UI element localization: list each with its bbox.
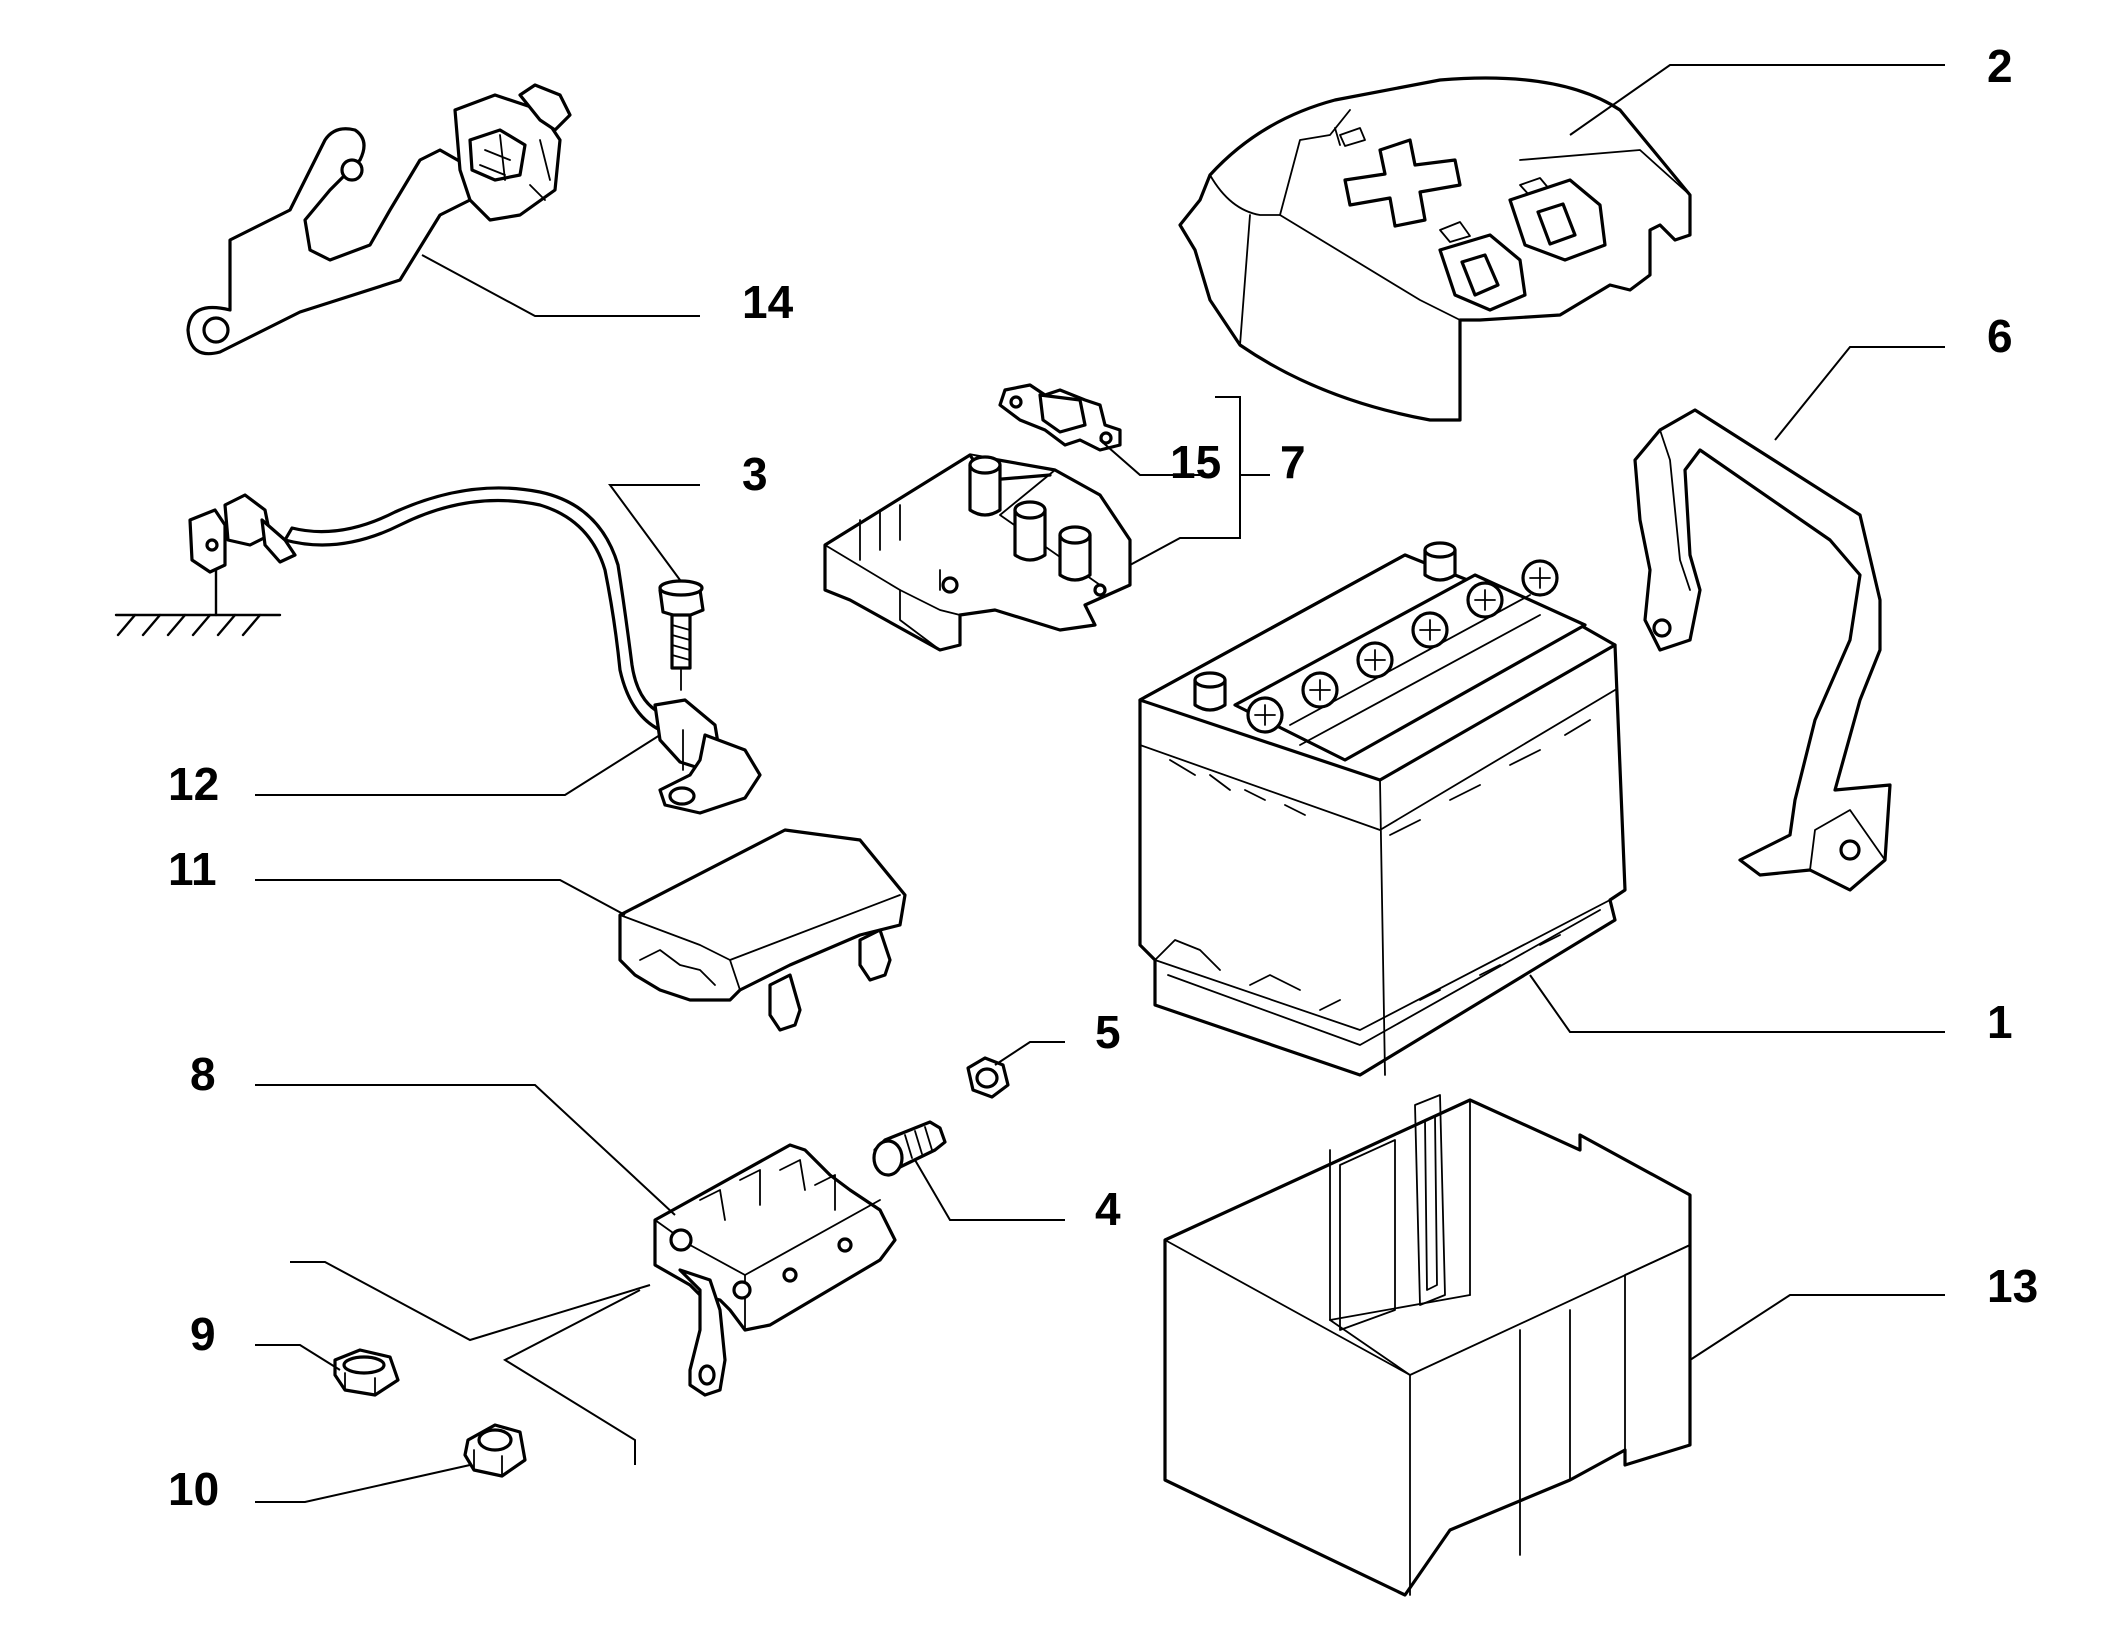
part-8-fuse-holder bbox=[653, 1143, 897, 1397]
leader-13 bbox=[1689, 1294, 1945, 1361]
assembly-line-10 bbox=[502, 1289, 641, 1465]
part-9-nut bbox=[333, 1348, 400, 1397]
part-7-fuse-box bbox=[823, 453, 1132, 652]
leader-9 bbox=[255, 1344, 341, 1371]
part-15-fuse bbox=[998, 383, 1122, 452]
leader-12 bbox=[255, 734, 661, 796]
callout-9: 9 bbox=[190, 1308, 216, 1360]
leader-3 bbox=[608, 484, 700, 581]
callout-4: 4 bbox=[1095, 1183, 1121, 1235]
callout-6: 6 bbox=[1987, 310, 2013, 362]
leader-6 bbox=[1774, 346, 1945, 441]
part-1-battery bbox=[1138, 541, 1627, 1077]
part-5-nut bbox=[966, 1056, 1010, 1099]
part-12-negative-cable bbox=[114, 486, 762, 815]
part-2-terminal-cover bbox=[1178, 76, 1692, 422]
part-14-bracket-connector bbox=[186, 83, 572, 356]
callout-5: 5 bbox=[1095, 1006, 1121, 1058]
leader-1 bbox=[1529, 974, 1945, 1033]
callout-15: 15 bbox=[1170, 436, 1221, 488]
assembly-line-9 bbox=[290, 1261, 651, 1342]
callout-2: 2 bbox=[1987, 40, 2013, 92]
callout-12: 12 bbox=[168, 758, 219, 810]
leader-11 bbox=[255, 879, 626, 916]
part-11-protective-cap bbox=[618, 828, 907, 1032]
leader-5 bbox=[994, 1041, 1065, 1066]
leader-2 bbox=[1569, 64, 1945, 136]
leader-7 bbox=[1129, 396, 1270, 566]
leader-4 bbox=[914, 1159, 1065, 1221]
callout-10: 10 bbox=[168, 1463, 219, 1515]
part-6-hold-down-bracket bbox=[1633, 408, 1892, 892]
callout-3: 3 bbox=[742, 448, 768, 500]
part-13-battery-tray bbox=[1163, 1094, 1692, 1597]
leader-15 bbox=[1099, 439, 1200, 476]
part-10-nut bbox=[463, 1423, 527, 1478]
callout-13: 13 bbox=[1987, 1260, 2038, 1312]
callout-1: 1 bbox=[1987, 996, 2013, 1048]
callout-7: 7 bbox=[1280, 436, 1306, 488]
leader-10 bbox=[255, 1464, 471, 1503]
leader-14 bbox=[421, 254, 700, 317]
callout-8: 8 bbox=[190, 1048, 216, 1100]
callout-14: 14 bbox=[742, 276, 794, 328]
callout-11: 11 bbox=[168, 843, 217, 895]
part-3-bolt bbox=[658, 579, 705, 670]
part-4-stud-bolt bbox=[872, 1120, 947, 1177]
leader-8 bbox=[255, 1084, 676, 1216]
